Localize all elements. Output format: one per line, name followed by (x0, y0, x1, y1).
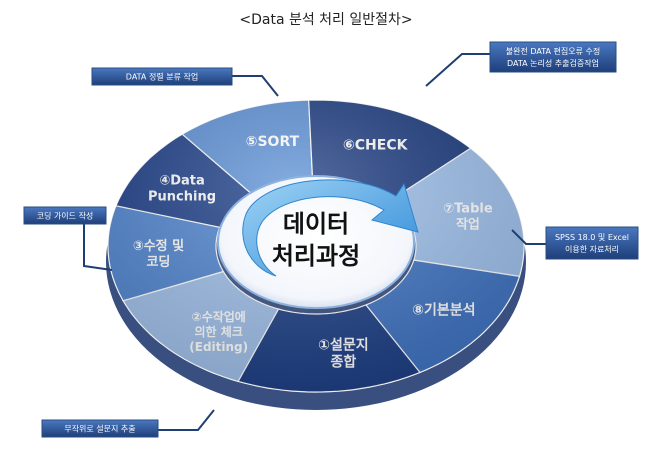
callout-leader-table (511, 229, 546, 245)
segment-label-5: ⑤SORT (246, 134, 300, 150)
segment-label-6-line-1: ⑥CHECK (343, 138, 409, 154)
center-title-line1: 데이터 (283, 210, 349, 238)
callout-check-text-1: 불완전 DATA 편집오류 수정 (506, 46, 600, 56)
callout-check: 불완전 DATA 편집오류 수정 DATA 논리성 추출검증작업 (489, 41, 617, 73)
diagram-title: <Data 분석 처리 일반절차> (239, 12, 413, 28)
segment-label-1-line-1: ①설문지 (318, 338, 369, 354)
callout-sort-text: DATA 정렬 분류 작업 (126, 72, 198, 82)
segment-label-7-line-1: ⑦Table (443, 201, 493, 216)
center-title-line2: 처리과정 (272, 242, 360, 270)
callout-leader-sort (232, 75, 279, 97)
segment-label-3-line-2: 코딩 (146, 254, 170, 270)
callout-table: SPSS 18.0 및 Excel 이용한 자료처리 (545, 226, 639, 260)
segment-label-1-line-2: 종합 (331, 354, 357, 371)
cycle-arrow-icon (242, 179, 419, 277)
callout-check-text-2: DATA 논리성 추출검증작업 (507, 58, 599, 68)
callout-leader-check (425, 53, 490, 87)
segment-label-8-line-1: ⑧기본분석 (412, 303, 475, 319)
segment-label-4-line-2: Punching (148, 190, 216, 205)
callout-sort: DATA 정렬 분류 작업 (91, 67, 233, 86)
segment-label-5-line-1: ⑤SORT (246, 134, 300, 150)
callout-survey-text: 무작위로 설문지 추출 (64, 424, 135, 434)
segment-label-8: ⑧기본분석 (412, 303, 475, 319)
callout-table-text-2: 이용한 자료처리 (565, 244, 619, 254)
segment-label-2-line-3: (Editing) (189, 340, 248, 354)
segment-label-2-line-1: ②수작업에 (192, 309, 246, 324)
segment-label-2-line-2: 의한 체크 (195, 324, 243, 339)
segment-label-3-line-1: ③수정 및 (133, 238, 184, 254)
callout-leader-punching (158, 409, 215, 431)
callout-coding: 코딩 가이드 작성 (23, 206, 107, 225)
segment-label-7-line-2: 작업 (456, 216, 480, 232)
segment-label-4-line-1: ④Data (159, 174, 205, 189)
callout-leader-coding (83, 222, 113, 271)
callout-survey: 무작위로 설문지 추출 (41, 419, 159, 438)
segment-label-6: ⑥CHECK (343, 138, 409, 154)
callout-table-text-1: SPSS 18.0 및 Excel (555, 232, 629, 242)
callout-coding-text: 코딩 가이드 작성 (37, 211, 94, 221)
